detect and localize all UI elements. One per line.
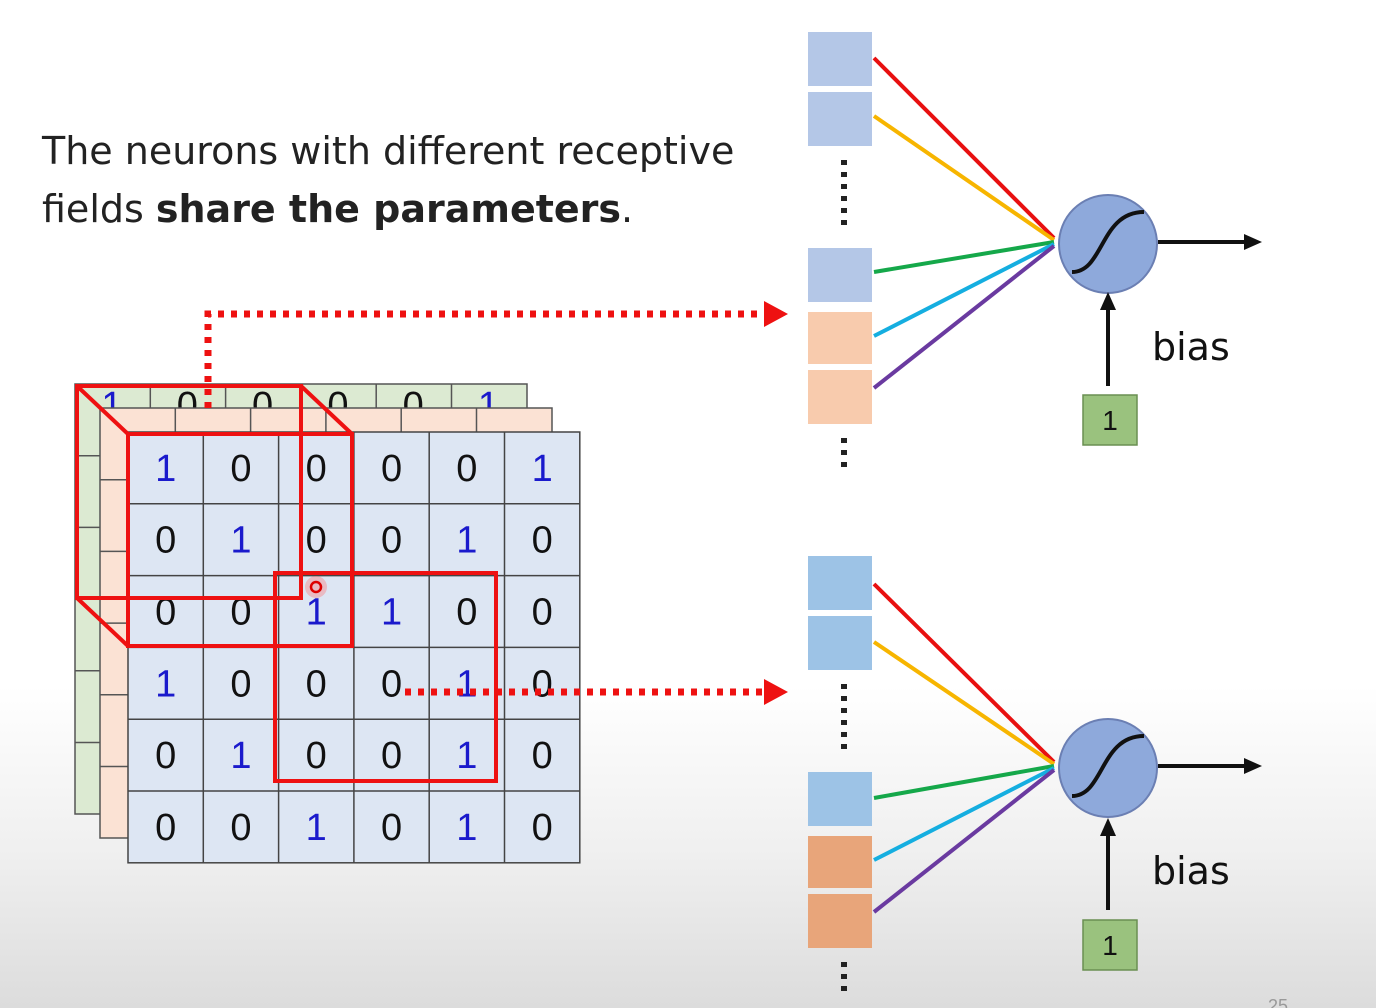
grid-cell-value: 0 — [155, 592, 176, 634]
grid-cell-value: 1 — [306, 807, 327, 849]
page-number: 25 — [1268, 996, 1288, 1008]
caption: The neurons with different receptive fie… — [42, 122, 802, 238]
bias-input-box — [1082, 394, 1138, 446]
input-node — [808, 894, 872, 948]
grid-cell-value: 0 — [230, 663, 251, 705]
grid-cell-value: 1 — [306, 592, 327, 634]
grid-cell-value: 0 — [155, 735, 176, 777]
grid-cell-value: 1 — [456, 663, 477, 705]
grid-cell-value: 1 — [230, 520, 251, 562]
grid-cell-value: 0 — [532, 735, 553, 777]
caption-text: The neurons with different receptive fie… — [42, 129, 735, 231]
activation-node — [1058, 194, 1158, 294]
input-node — [808, 312, 872, 364]
bias-label: bias — [1152, 849, 1230, 893]
grid-cell-value: 1 — [456, 520, 477, 562]
dotted-arrow-bottom — [405, 679, 788, 705]
grid-cell-value: 0 — [155, 520, 176, 562]
input-node — [808, 248, 872, 302]
grid-cell-value: 0 — [532, 663, 553, 705]
bias-input-box — [1082, 919, 1138, 971]
grid-cell-value: 0 — [532, 520, 553, 562]
grid-cell-value: 0 — [456, 448, 477, 490]
grid-cell-value: 0 — [306, 663, 327, 705]
neuron-top: bias 1 — [808, 32, 1262, 470]
caption-end: . — [621, 187, 634, 231]
grid-cell-value: 0 — [532, 807, 553, 849]
grid-cell-value: 0 — [306, 448, 327, 490]
grid-cell-value: 0 — [306, 520, 327, 562]
grid-cell-value: 0 — [230, 592, 251, 634]
bias-input-value: 1 — [1102, 405, 1118, 436]
sigmoid-icon — [1071, 734, 1145, 798]
grid-cell-value: 1 — [381, 592, 402, 634]
caption-bold: share the parameters — [155, 187, 622, 231]
neuron-bottom: bias 1 — [808, 556, 1262, 994]
input-node — [808, 32, 872, 86]
grid-cell-value: 0 — [381, 520, 402, 562]
grid-cell-value: 0 — [306, 735, 327, 777]
dotted-arrow-top — [204, 301, 788, 408]
input-node — [808, 772, 872, 826]
grid-cell-value: 0 — [230, 448, 251, 490]
bias-label: bias — [1152, 325, 1230, 369]
grid-cell-value: 0 — [230, 807, 251, 849]
input-node — [808, 836, 872, 888]
grid-cell-value: 0 — [532, 592, 553, 634]
grid-cell-value: 1 — [230, 735, 251, 777]
grid-cell-value: 1 — [155, 663, 176, 705]
grid-cell-value: 1 — [532, 448, 553, 490]
grid-cell-value: 0 — [381, 663, 402, 705]
grid-cell-value: 1 — [155, 448, 176, 490]
grid-cell-value: 1 — [456, 807, 477, 849]
sigmoid-icon — [1071, 210, 1145, 274]
grid-cell-value: 1 — [456, 735, 477, 777]
input-node — [808, 556, 872, 610]
receptive-field-2 — [273, 571, 498, 783]
grid-cell-value: 0 — [456, 592, 477, 634]
grid-cell-value: 0 — [381, 735, 402, 777]
grid-cell-value: 0 — [381, 807, 402, 849]
input-node — [808, 616, 872, 670]
grid-cell-value: 0 — [155, 807, 176, 849]
receptive-field-1 — [75, 384, 354, 648]
activation-node — [1058, 718, 1158, 818]
input-node — [808, 370, 872, 424]
grid-cell-value: 0 — [381, 448, 402, 490]
bias-input-value: 1 — [1102, 930, 1118, 961]
input-node — [808, 92, 872, 146]
cursor-marker — [305, 576, 327, 598]
